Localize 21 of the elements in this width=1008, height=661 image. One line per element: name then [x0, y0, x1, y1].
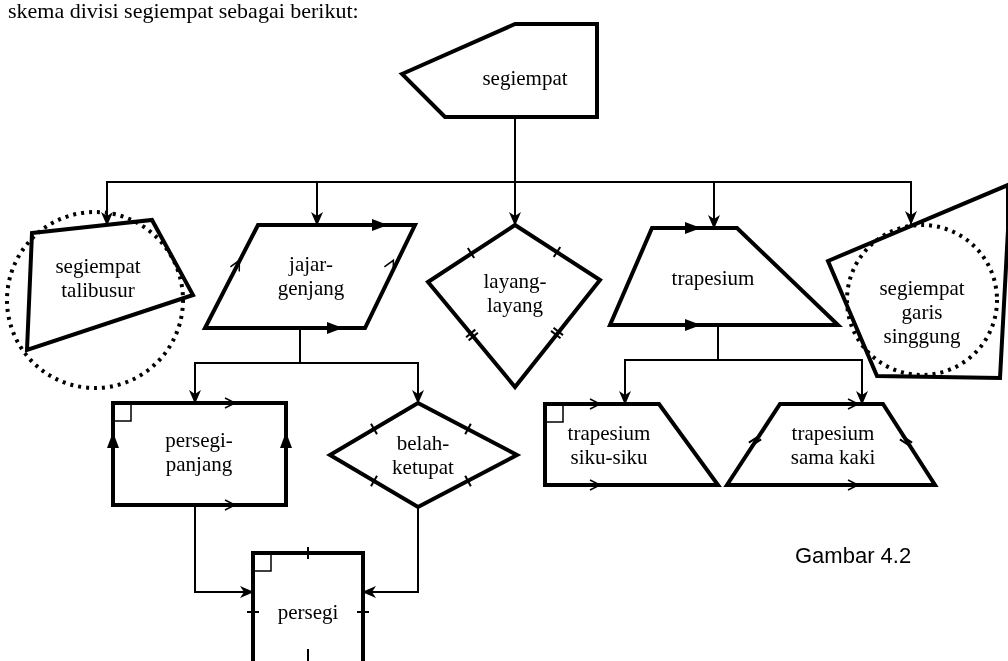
- figure-caption: Gambar 4.2: [795, 543, 912, 569]
- shape-label: segiempat talibusur: [54, 254, 142, 302]
- intro-text: skema divisi segiempat sebagai berikut:: [8, 0, 359, 24]
- shape-label: persegi: [276, 600, 340, 624]
- shape-label: segiempat garis singgung: [878, 276, 966, 348]
- rhombus-shape: [328, 401, 519, 509]
- tangential-quadrilateral-drawing: [826, 183, 1008, 380]
- shape-label: trapesium siku-siku: [566, 421, 652, 469]
- shape-label: trapesium: [670, 266, 756, 290]
- shape-label: jajar-genjang: [276, 252, 346, 300]
- arrow: [299, 327, 424, 404]
- shape-label: persegi-panjang: [164, 428, 234, 476]
- arrow: [717, 324, 868, 405]
- arrow: [362, 506, 419, 598]
- cyclic-quadrilateral-drawing: [3, 208, 195, 392]
- kite-shape: [426, 223, 602, 389]
- shape-label: layang-layang: [482, 269, 548, 317]
- shape-label: belah-ketupat: [391, 431, 455, 479]
- shape-label: segiempat: [481, 66, 569, 90]
- quadrilateral-shape: [400, 22, 599, 119]
- shape-label: trapesium sama kaki: [789, 421, 877, 469]
